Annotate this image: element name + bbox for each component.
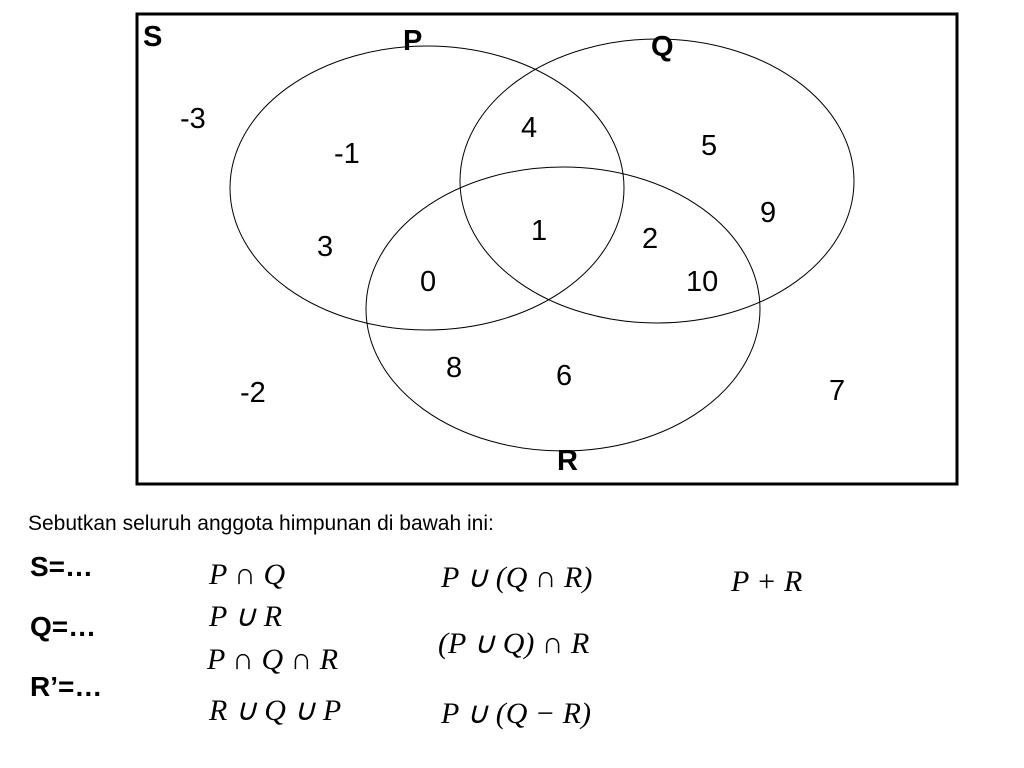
element-p-q-r-1: 1 — [531, 215, 547, 247]
element-p-and-q-1: 4 — [521, 112, 537, 144]
expression-p-union-r: P ∪ R — [209, 600, 283, 633]
question-s: S=… — [30, 551, 94, 582]
expression-r-union-q-union-p: R ∪ Q ∪ P — [209, 694, 342, 727]
question-r-complement: R’=… — [30, 671, 103, 702]
set-q-label: Q — [651, 31, 674, 63]
element-outside-3: 7 — [829, 375, 845, 407]
expression-p-plus-r: P + R — [731, 565, 803, 598]
element-q-and-r-2: 10 — [686, 266, 718, 298]
set-r-label: R — [557, 445, 578, 477]
question-q: Q=… — [30, 611, 97, 642]
expression-p-intersect-q: P ∩ Q — [209, 558, 286, 591]
element-q-only-2: 9 — [760, 197, 776, 229]
instruction-text: Sebutkan seluruh anggota himpunan di baw… — [28, 512, 494, 535]
element-q-and-r-1: 2 — [642, 223, 658, 255]
element-r-only-1: 8 — [446, 352, 462, 384]
venn-diagram: S P Q R -3 -2 7 -1 3 4 5 9 1 2 10 0 8 6 — [135, 12, 959, 486]
expression-p-intersect-q-intersect-r: P ∩ Q ∩ R — [207, 643, 339, 676]
expression-p-union-q-then-intersect-r: (P ∪ Q) ∩ R — [438, 627, 590, 660]
element-outside-2: -2 — [240, 377, 266, 409]
expression-p-union-q-intersect-r: P ∪ (Q ∩ R) — [441, 561, 593, 594]
element-p-and-r-1: 0 — [420, 266, 436, 298]
set-p-circle — [229, 45, 625, 331]
set-q-circle — [459, 38, 855, 324]
element-p-only-1: -1 — [334, 138, 360, 170]
set-p-label: P — [403, 25, 422, 57]
element-r-only-2: 6 — [556, 360, 572, 392]
expression-p-union-q-minus-r: P ∪ (Q − R) — [441, 697, 591, 730]
set-r-circle — [365, 166, 761, 452]
universal-set-box — [135, 12, 959, 486]
element-outside-1: -3 — [180, 103, 206, 135]
element-p-only-2: 3 — [317, 231, 333, 263]
element-q-only-1: 5 — [701, 130, 717, 162]
universal-set-label: S — [143, 21, 162, 53]
